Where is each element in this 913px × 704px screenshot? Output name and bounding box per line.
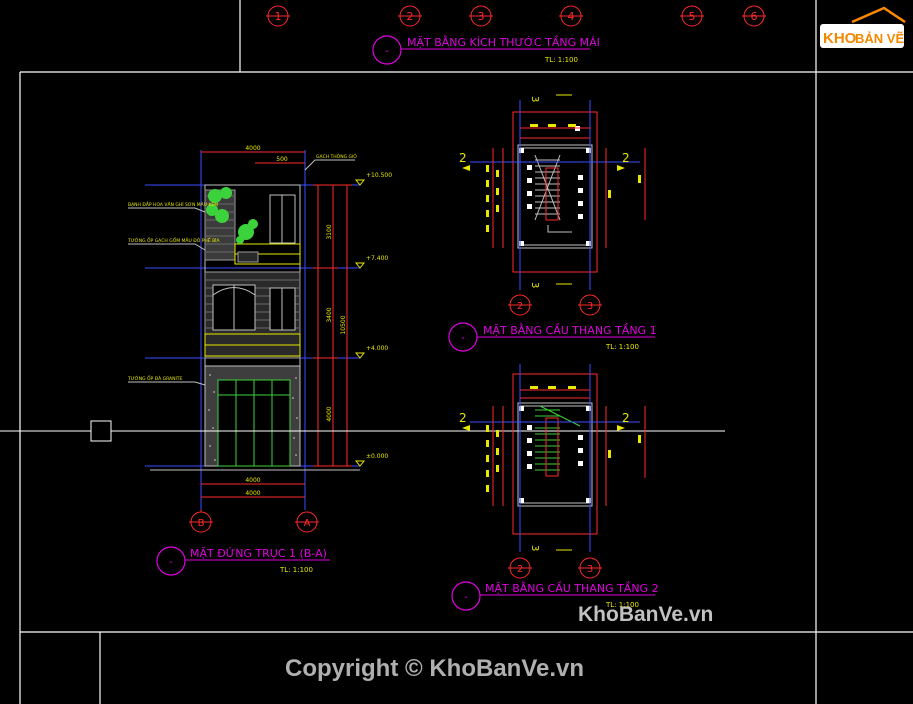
elev-dim-top-1: 4000 <box>245 145 260 152</box>
stair-2-title-block: - MẶT BẰNG CẦU THANG TẦNG 2 TL: 1:100 <box>451 581 659 611</box>
stair-2-title: MẶT BẰNG CẦU THANG TẦNG 2 <box>485 581 659 595</box>
elev-note-3: TƯỜNG ỐP GẠCH GỐM MẦU ĐỎ PHẾ BĨA <box>127 236 220 244</box>
svg-text:-: - <box>461 333 465 344</box>
axis-bubble-6: 6 <box>742 5 766 27</box>
roof-plan-title-block: - MẶT BẰNG KÍCH THƯỚC TẦNG MÁI TL: 1:100 <box>372 35 600 65</box>
svg-text:2: 2 <box>407 10 414 23</box>
elev-dim-right-1: 3100 <box>326 224 333 239</box>
axis-bubble-3: 3 <box>469 5 493 27</box>
roof-plan-title: MẶT BẰNG KÍCH THƯỚC TẦNG MÁI <box>407 35 600 49</box>
watermark-site: KhoBanVe.vn <box>578 603 713 626</box>
elev-dim-right-2: 3400 <box>326 307 333 322</box>
svg-text:6: 6 <box>751 10 758 23</box>
elev-dim-right-3: 4000 <box>326 406 333 421</box>
svg-text:3: 3 <box>478 10 485 23</box>
top-axis-grid: 1 2 3 4 5 6 <box>266 5 766 27</box>
elev-note-4: TƯỜNG ỐP ĐÁ GRANITE <box>127 374 183 382</box>
elev-dim-bottom-1: 4000 <box>245 477 260 484</box>
elev-axis-a: A <box>304 518 311 529</box>
stair2-cut-bottom: 3 <box>529 545 540 551</box>
stair2-section-left: 2 <box>459 411 467 425</box>
svg-text:-: - <box>169 557 173 568</box>
svg-text:5: 5 <box>689 10 696 23</box>
elev-axis-b: B <box>198 518 205 529</box>
logo-text-banve: BẢN VẼ <box>855 31 904 46</box>
stair1-cut-bottom: 3 <box>529 282 540 288</box>
stair-2-scale: TL: 1:100 <box>605 601 639 609</box>
svg-text:4: 4 <box>568 10 575 23</box>
elevation-scale: TL: 1:100 <box>279 566 313 574</box>
svg-text:2: 2 <box>517 301 523 312</box>
svg-text:+4.000: +4.000 <box>366 345 388 352</box>
elevation-level-marks: +10.500 +7.400 +4.000 ±0.000 <box>354 172 392 467</box>
cad-crosshair-cursor <box>0 420 725 442</box>
elev-dim-top-2: 500 <box>276 156 288 163</box>
khobanve-logo: KHO BẢN VẼ <box>820 6 906 48</box>
stair-1-scale: TL: 1:100 <box>605 343 639 351</box>
svg-text:3: 3 <box>587 564 593 575</box>
svg-text:+7.400: +7.400 <box>366 255 388 262</box>
elev-note-2: BẠNH ĐẮP HOA VĂN GHÍ SƠN MÀU KEM <box>128 200 218 208</box>
stair-1-title: MẶT BẰNG CẦU THANG TẦNG 1 <box>483 323 657 337</box>
stair2-section-right: 2 <box>622 411 630 425</box>
roof-plan-scale: TL: 1:100 <box>544 56 578 64</box>
stair1-section-left: 2 <box>459 151 467 165</box>
logo-text-kho: KHO <box>823 30 857 47</box>
stair-plan-2: 2 2 3 2 3 <box>459 364 646 579</box>
elevation-title-block: - MẶT ĐỨNG TRỤC 1 (B-A) TL: 1:100 <box>156 546 330 576</box>
svg-text:+10.500: +10.500 <box>366 172 392 179</box>
elev-note-1: GẠCH THÔNG GIÓ <box>316 153 357 160</box>
elev-dim-right-total: 10500 <box>340 315 347 334</box>
stair-plan-1: 2 2 3 3 2 3 <box>459 94 646 316</box>
svg-text:±0.000: ±0.000 <box>366 453 388 460</box>
svg-text:3: 3 <box>587 301 593 312</box>
stair1-cut-top: 3 <box>529 96 540 102</box>
roof-plan-marker: - <box>385 46 389 57</box>
svg-text:2: 2 <box>517 564 523 575</box>
stair-1-title-block: - MẶT BẰNG CẦU THANG TẦNG 1 TL: 1:100 <box>448 322 657 352</box>
axis-bubble-4: 4 <box>559 5 583 27</box>
elevation-title: MẶT ĐỨNG TRỤC 1 (B-A) <box>190 547 327 560</box>
axis-bubble-2: 2 <box>398 5 422 27</box>
watermark-copyright: Copyright © KhoBanVe.vn <box>285 655 584 682</box>
svg-text:1: 1 <box>275 10 282 23</box>
elevation-drawing: 3100 3400 4000 10500 4000 500 4000 4000 … <box>127 145 392 533</box>
axis-bubble-5: 5 <box>680 5 704 27</box>
sheet-frame <box>19 0 913 704</box>
stair1-section-right: 2 <box>622 151 630 165</box>
elev-dim-bottom-2: 4000 <box>245 490 260 497</box>
axis-bubble-1: 1 <box>266 5 290 27</box>
svg-text:-: - <box>464 592 468 603</box>
